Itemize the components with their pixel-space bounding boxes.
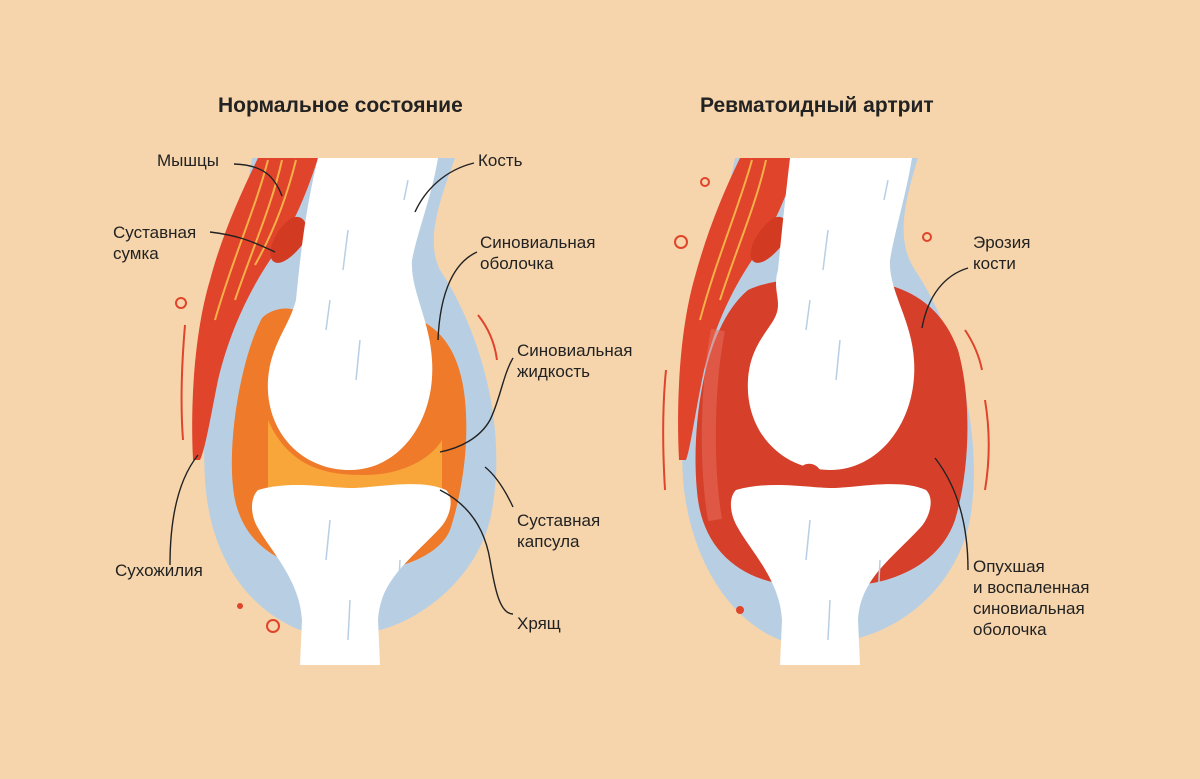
normal-femur-bone [267,158,438,470]
label-bone: Кость [478,151,523,170]
normal-panel-title: Нормальное состояние [218,94,463,117]
normal-bursa [270,216,307,263]
normal-synovial-fluid [268,420,442,500]
arthritis-bursa [750,216,788,263]
label-synovial-fluid: Синовиальная жидкость [517,341,633,381]
arthritis-panel-title: Ревматоидный артрит [700,94,934,117]
normal-leader-lines [169,162,514,615]
label-cartilage: Хрящ [517,614,561,633]
arthritis-tibia-bone [730,484,931,665]
label-bursa: Суставная сумка [113,223,197,263]
arthritis-knee-diagram [662,158,990,665]
label-joint-capsule: Суставная капсула [517,511,601,551]
label-bone-erosion: Эрозия кости [973,233,1031,273]
label-muscles: Мышцы [157,151,219,170]
label-inflamed-membrane: Опухшая и воспаленная синовиальная оболо… [973,557,1090,639]
arthritis-leader-lines [921,267,969,571]
arthritis-femur-bone [747,158,915,470]
label-tendons: Сухожилия [115,561,203,580]
label-synovial-membrane: Синовиальная оболочка [480,233,596,273]
normal-tibia-bone [252,484,451,665]
normal-knee-diagram [175,158,498,665]
